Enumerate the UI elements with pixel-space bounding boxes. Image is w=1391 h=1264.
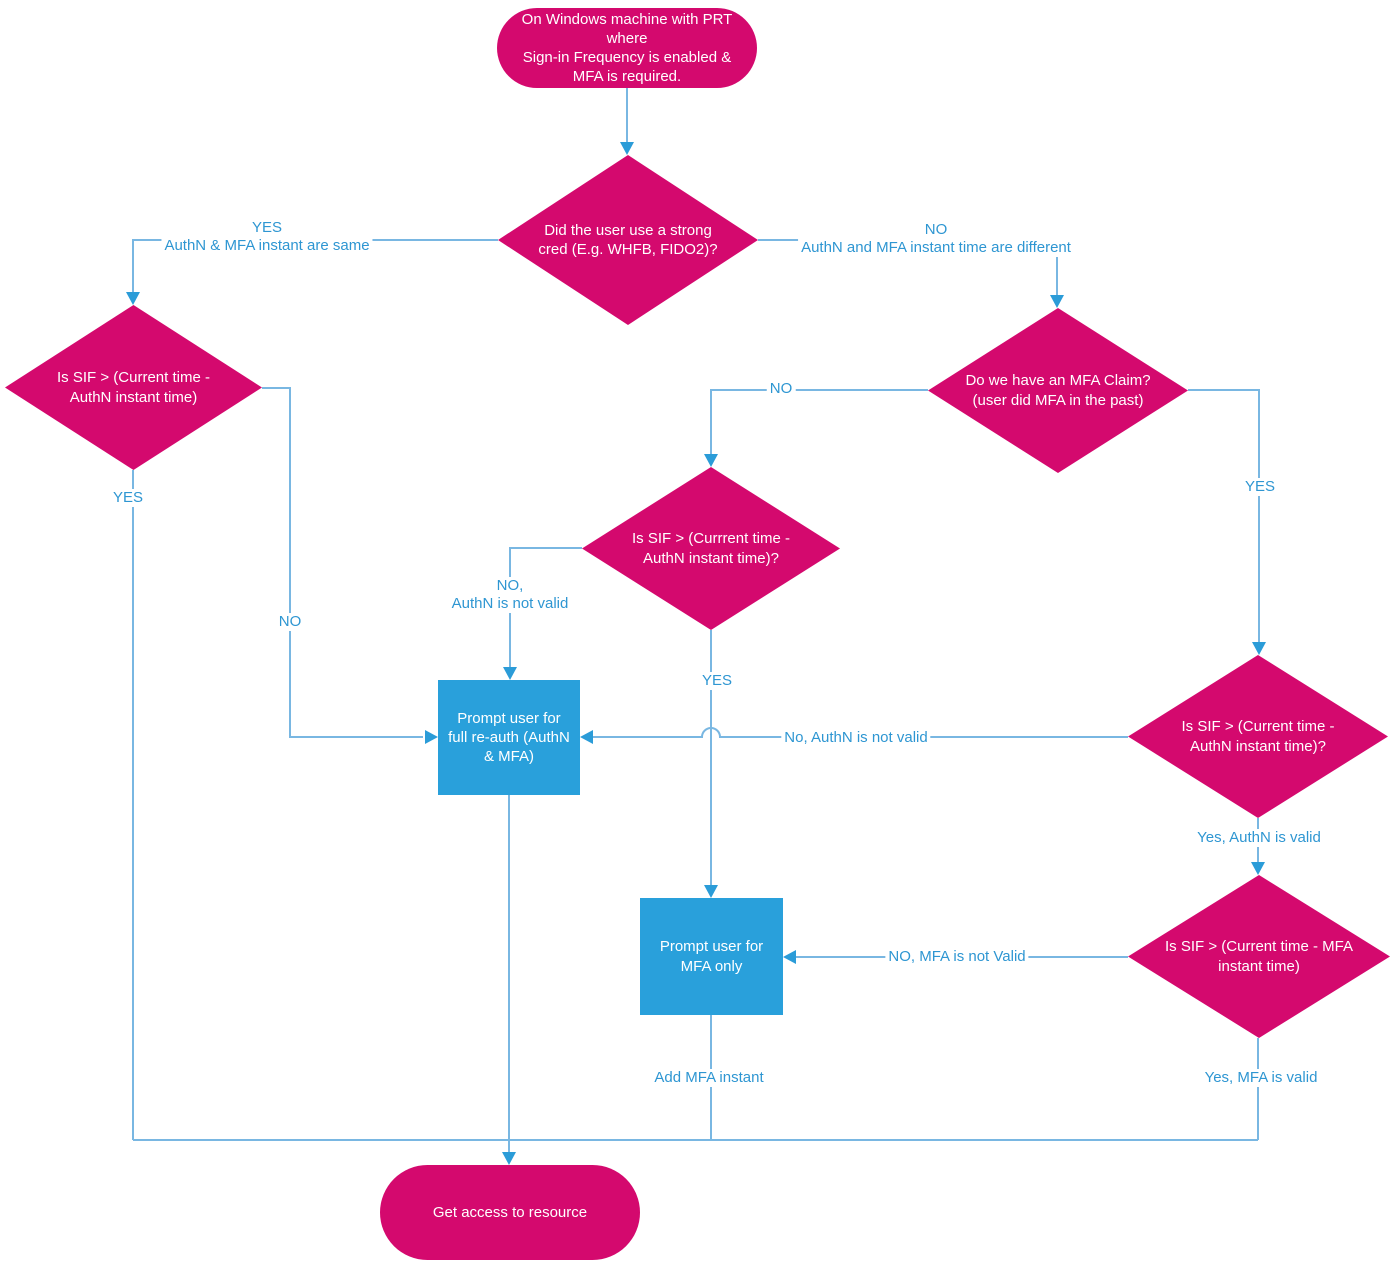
arrowhead [503, 667, 517, 680]
arrowhead [425, 730, 438, 744]
edge-label-right-no-authn: No, AuthN is not valid [781, 729, 931, 747]
edge-claim-no [710, 389, 928, 460]
arrowhead [1252, 642, 1266, 655]
arrowhead [1251, 862, 1265, 875]
edge-right-no-authn [593, 727, 1128, 738]
arrowhead [704, 885, 718, 898]
arrowhead [502, 1152, 516, 1165]
arrowhead [783, 950, 796, 964]
edge-label-claim-no: NO [766, 380, 796, 398]
node-prompt-mfa-only: Prompt user for MFA only [640, 898, 783, 1015]
node-prompt-full-reauth: Prompt user for full re-auth (AuthN & MF… [438, 680, 580, 795]
edge-label-no-different: NO AuthN and MFA instant time are differ… [798, 221, 1074, 257]
edge-label-left-yes: YES [109, 489, 147, 507]
node-start: On Windows machine with PRT where Sign-i… [497, 8, 757, 88]
edge-mid-no [509, 547, 582, 673]
edge-label-mid-no: NO, AuthN is not valid [448, 577, 572, 613]
edge-label-mfa-yes: Yes, MFA is valid [1201, 1069, 1321, 1087]
edge-leftdiamond-no [262, 387, 423, 738]
edge-label-left-no: NO [275, 613, 305, 631]
edge-label-add-mfa: Add MFA instant [651, 1069, 767, 1087]
node-end: Get access to resource [380, 1165, 640, 1260]
arrowhead [620, 142, 634, 155]
arrowhead [704, 454, 718, 467]
edge-claim-yes [1188, 389, 1260, 648]
edge-label-mfa-no: NO, MFA is not Valid [885, 948, 1029, 966]
arrowhead [126, 292, 140, 305]
edge-label-mid-yes: YES [698, 672, 736, 690]
edge-label-claim-yes: YES [1241, 478, 1279, 496]
edge-label-yes-same: YES AuthN & MFA instant are same [161, 219, 373, 255]
edge-label-right-yes-authn: Yes, AuthN is valid [1194, 829, 1324, 847]
edge-strongcred-yes [132, 239, 498, 298]
arrowhead [1050, 295, 1064, 308]
arrowhead [580, 730, 593, 744]
